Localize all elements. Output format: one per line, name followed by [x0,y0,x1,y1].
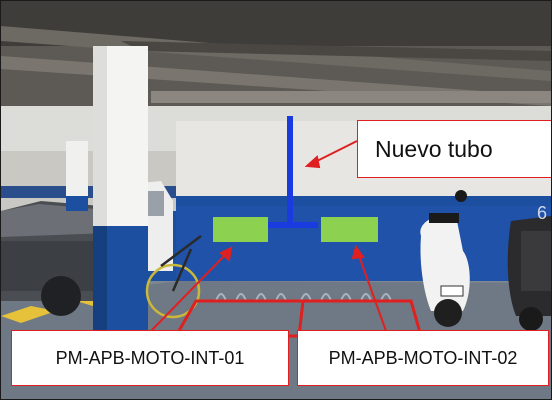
spot-marker-01 [213,217,268,242]
annotation-arrows [150,140,387,332]
label-new-tube: Nuevo tubo [357,120,551,178]
wall-number: 6 [537,203,547,223]
scooter [420,190,470,327]
spot-marker-02 [321,217,378,242]
bicycle [145,235,202,319]
label-spot-02: PM-APB-MOTO-INT-02 [297,330,549,386]
label-spot-01: PM-APB-MOTO-INT-01 [11,330,289,386]
scooter-dark [507,216,551,331]
new-tube-marker [263,116,318,228]
bike-racks [215,293,392,302]
